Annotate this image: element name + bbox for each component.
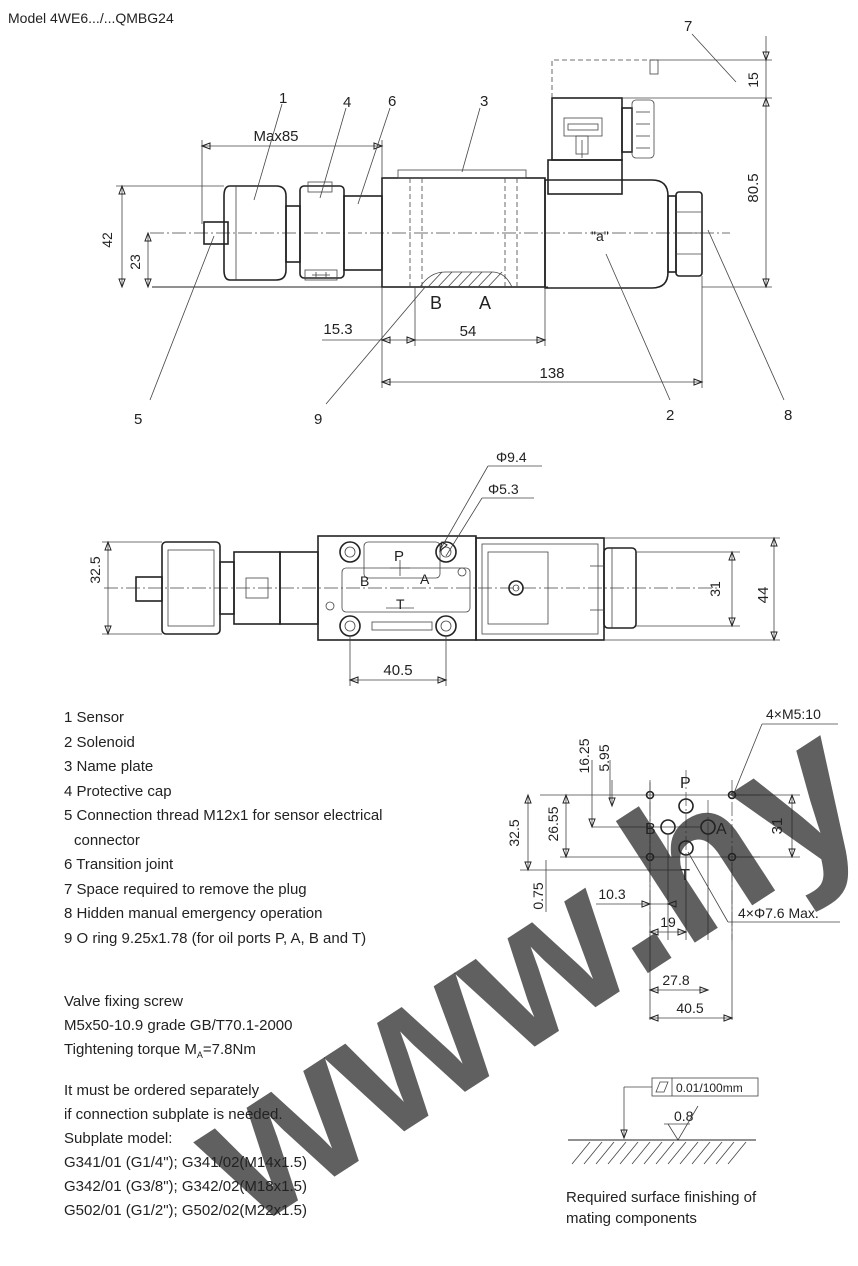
legend-item: 7 Space required to remove the plug <box>64 880 307 898</box>
port-pattern: P B A T 32.5 26.55 16.25 5.95 0.75 31 <box>506 706 840 1022</box>
legend-item: 9 O ring 9.25x1.78 (for oil ports P, A, … <box>64 929 367 947</box>
pattern-port-t: T <box>680 867 690 884</box>
callout-9: 9 <box>314 411 322 428</box>
callout-5: 5 <box>134 411 142 428</box>
legend-item: 8 Hidden manual emergency operation <box>64 905 323 922</box>
surface-finish: 0.01/100mm 0.8 <box>568 1077 759 1165</box>
port-b-label: B <box>430 293 442 313</box>
subplate-line: if connection subplate is needed. <box>64 1106 283 1123</box>
legend-item: 3 Name plate <box>64 758 154 775</box>
pattern-dim-5-95: 5.95 <box>596 744 612 771</box>
pattern-dim-0-75: 0.75 <box>530 882 546 909</box>
callout-8: 8 <box>784 407 792 424</box>
subplate-line: G341/01 (G1/4"); G341/02(M14x1.5) <box>64 1154 307 1171</box>
dim-phi-9-4: Φ9.4 <box>496 449 527 465</box>
callout-2: 2 <box>666 407 674 424</box>
dim-42: 42 <box>99 232 115 248</box>
callout-6: 6 <box>388 93 396 110</box>
legend-item: 5 Connection thread M12x1 for sensor ele… <box>64 807 383 824</box>
subplate-line: It must be ordered separately <box>64 1082 260 1099</box>
callout-4: 4 <box>343 94 351 111</box>
parts-legend: 1 Sensor 2 Solenoid 3 Name plate 4 Prote… <box>64 706 504 951</box>
subplate-line: G502/01 (G1/2"); G502/02(M22x1.5) <box>64 1202 307 1219</box>
top-port-p: P <box>394 548 404 565</box>
subplate-line: Subplate model: <box>64 1130 173 1147</box>
pattern-dim-16-25: 16.25 <box>576 738 592 773</box>
pattern-dim-10-3: 10.3 <box>598 886 625 902</box>
callout-7: 7 <box>684 18 692 35</box>
legend-item: 1 Sensor <box>64 709 125 726</box>
dim-54: 54 <box>460 323 477 340</box>
top-view: P B A T 32.5 31 44 40.5 <box>87 449 780 686</box>
top-dim-31: 31 <box>707 581 723 597</box>
pattern-ports-label: 4×Φ7.6 Max. <box>738 905 819 921</box>
pattern-dim-31: 31 <box>769 818 786 835</box>
pattern-port-a: A <box>716 821 727 838</box>
pattern-holes-label: 4×M5:10 <box>766 706 821 722</box>
fixing-line: Valve fixing screw <box>64 993 183 1010</box>
pattern-dim-19: 19 <box>660 914 676 930</box>
position-a-label: "a" <box>591 228 609 244</box>
roughness-value: 0.8 <box>674 1108 694 1124</box>
pattern-dim-32-5: 32.5 <box>506 819 522 846</box>
dim-23: 23 <box>127 254 143 270</box>
subplate-line: G342/01 (G3/8"); G342/02(M18x1.5) <box>64 1178 307 1195</box>
callout-3: 3 <box>480 93 488 110</box>
surface-caption: Required surface finishing of mating com… <box>566 1189 757 1227</box>
model-title: Model 4WE6.../...QMBG24 <box>8 10 174 26</box>
legend-item: connector <box>74 831 140 849</box>
flatness-value: 0.01/100mm <box>676 1081 743 1095</box>
callout-1: 1 <box>279 90 287 107</box>
legend-item: 6 Transition joint <box>64 856 174 873</box>
top-dim-40-5: 40.5 <box>383 662 412 679</box>
fixing-notes: Valve fixing screw M5x50-10.9 grade GB/T… <box>64 990 504 1223</box>
pattern-dim-27-8: 27.8 <box>662 972 689 988</box>
dim-max85: Max85 <box>253 128 298 145</box>
top-dim-44: 44 <box>755 587 772 604</box>
pattern-dim-40-5: 40.5 <box>676 1000 703 1016</box>
legend-item: 2 Solenoid <box>64 733 135 751</box>
top-port-a: A <box>420 571 430 587</box>
fixing-line: M5x50-10.9 grade GB/T70.1-2000 <box>64 1017 293 1034</box>
legend-item: 4 Protective cap <box>64 782 172 800</box>
side-view: 42 23 Max85 15.3 54 138 15 80.5 B A "a" <box>99 18 792 428</box>
dim-15: 15 <box>745 72 761 88</box>
pattern-port-p: P <box>680 775 691 792</box>
top-port-t: T <box>396 596 405 612</box>
dim-phi-5-3: Φ5.3 <box>488 481 519 497</box>
top-port-b: B <box>360 573 369 589</box>
top-dim-32-5: 32.5 <box>87 556 103 583</box>
pattern-dim-26-55: 26.55 <box>545 806 561 841</box>
torque-line: Tightening torque MA=7.8Nm <box>64 1041 256 1060</box>
port-a-label: A <box>479 293 491 313</box>
dim-80-5: 80.5 <box>745 173 762 202</box>
dim-15-3: 15.3 <box>323 321 352 338</box>
dim-138: 138 <box>539 365 564 382</box>
